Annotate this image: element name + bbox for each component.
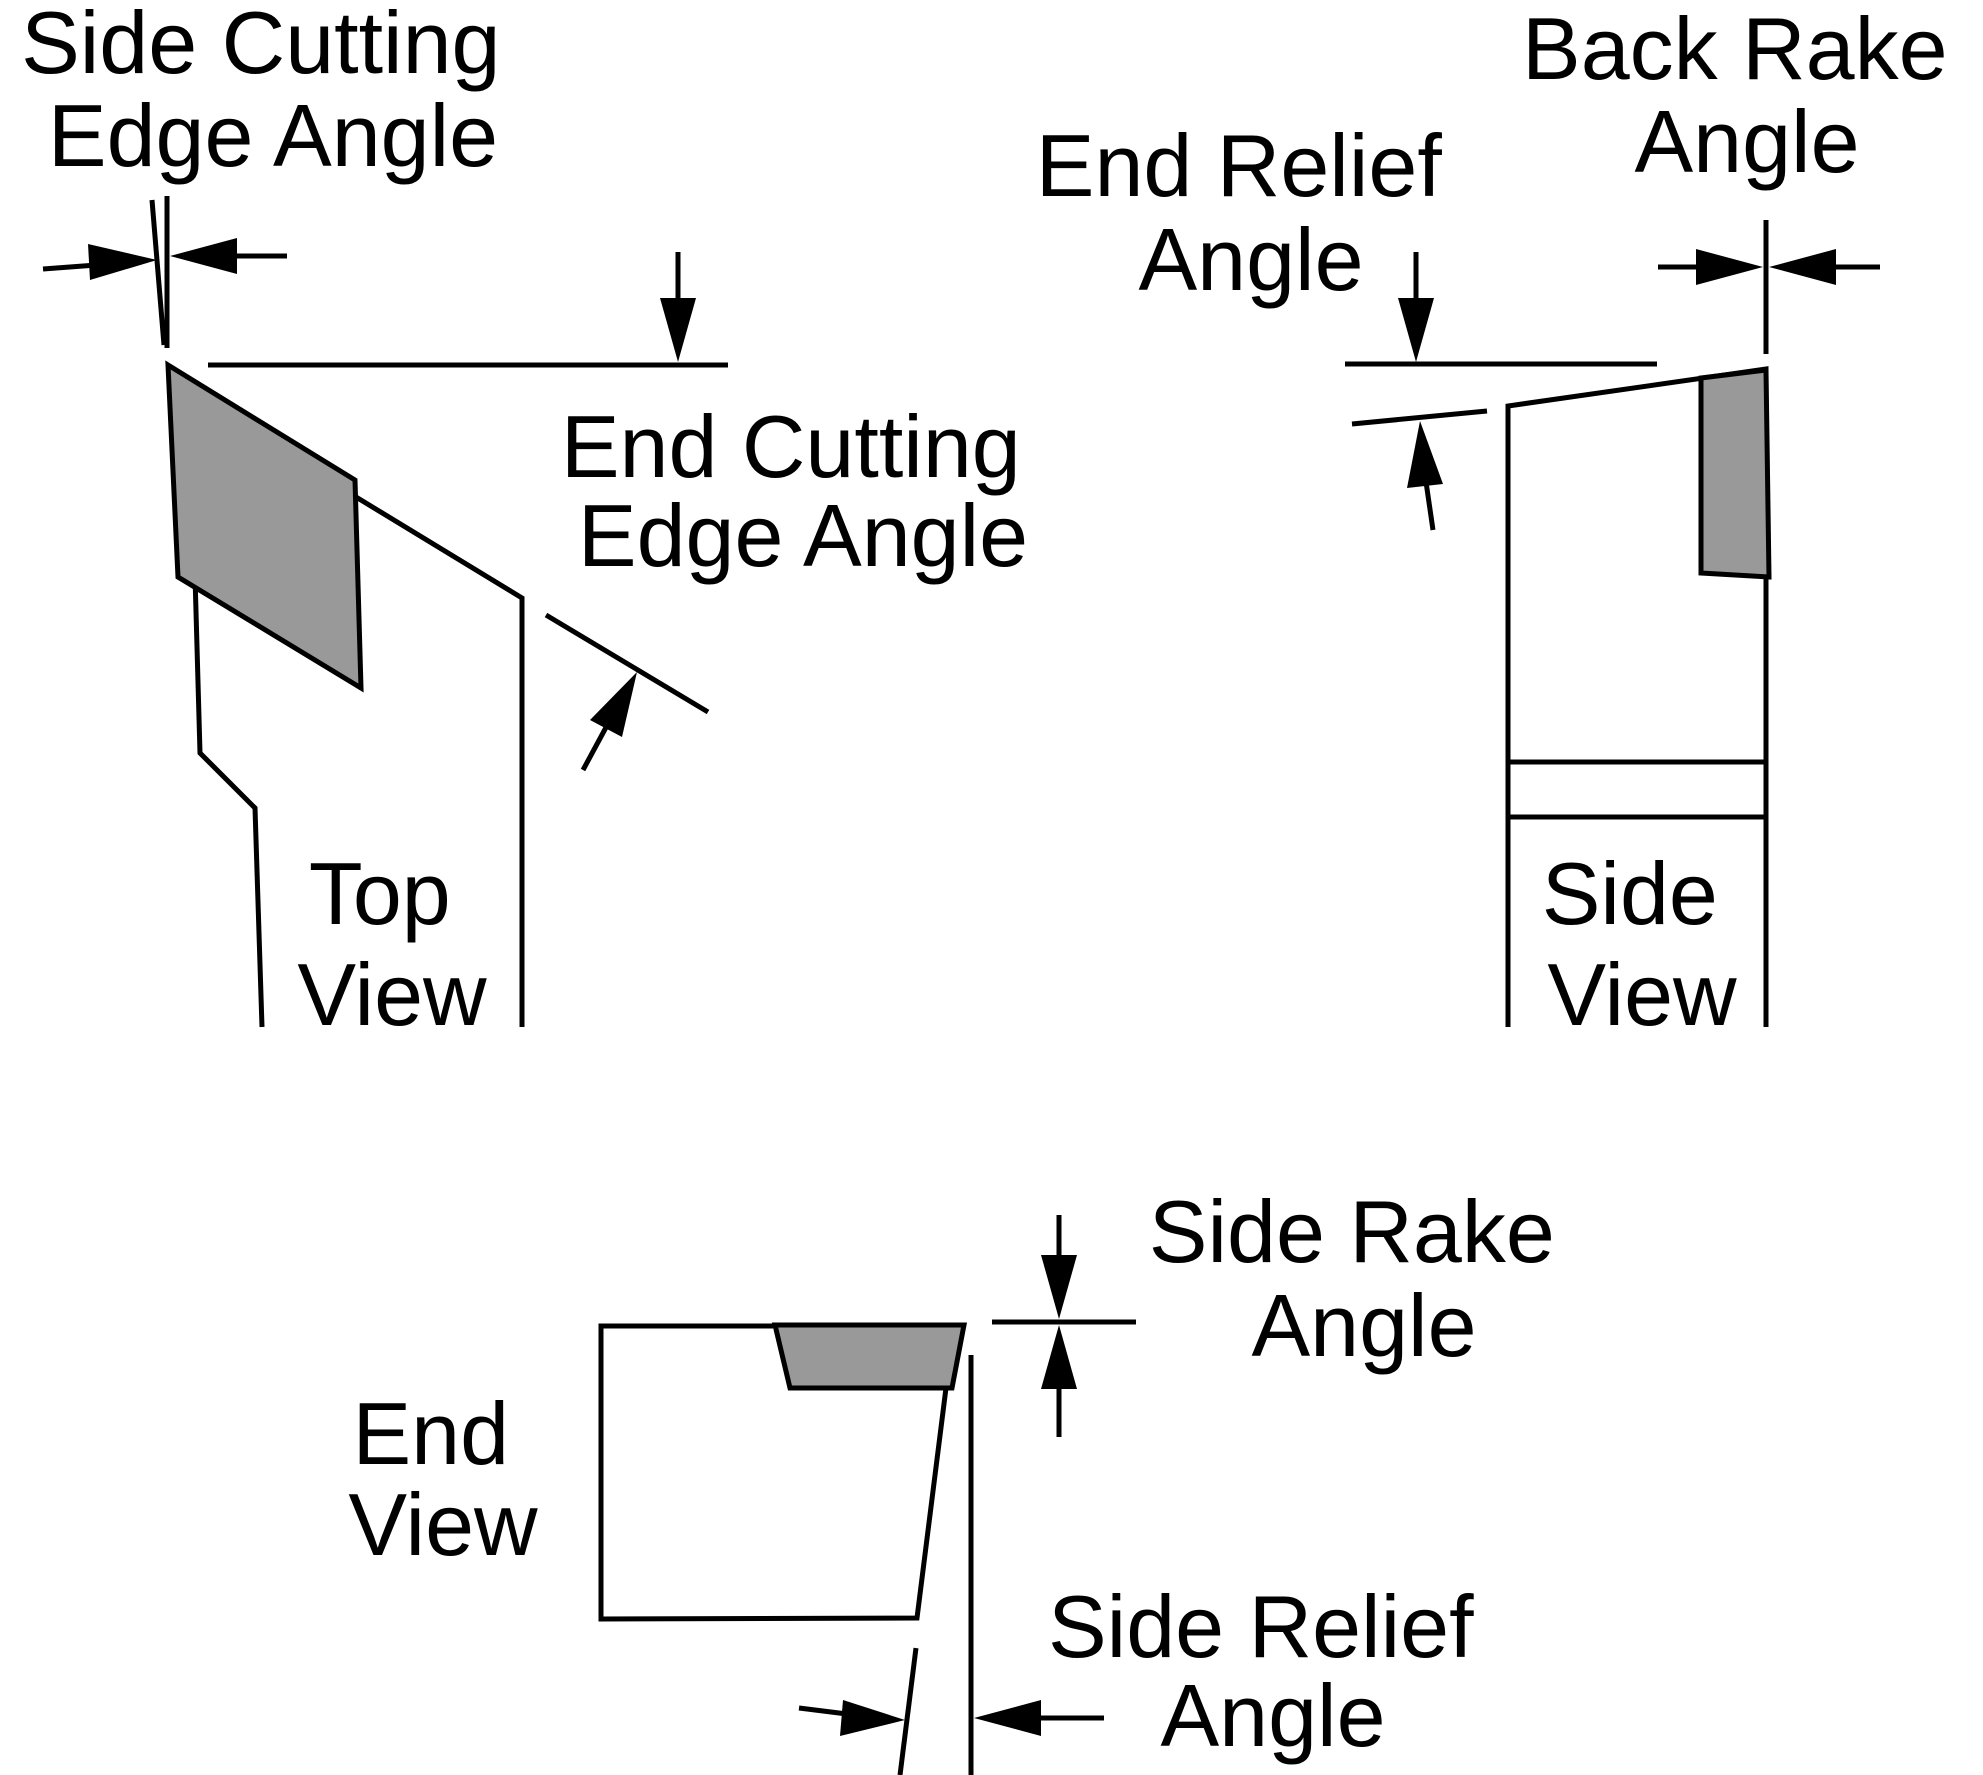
- side-cutting-edge-extension-line: [149, 199, 167, 346]
- side-view: End Relief Angle Back Rake Angle Side Vi…: [1036, 0, 1972, 1044]
- side-relief-angle-label: Side Relief Angle: [1048, 1577, 1498, 1765]
- end-cutting-edge-arrow-top-head: [660, 298, 696, 362]
- side-view-cutting-insert: [1698, 367, 1772, 580]
- end-cutting-edge-extension-line: [544, 612, 710, 715]
- back-rake-arrow-left-head: [1696, 249, 1763, 285]
- end-relief-arrow-top-head: [1398, 298, 1434, 362]
- top-view: Side Cutting Edge Angle End Cutting Edge…: [21, 0, 1045, 1044]
- top-view-cutting-insert: [165, 360, 364, 693]
- top-view-tool-body-outline: [354, 494, 525, 1027]
- end-view-cutting-insert: [771, 1322, 968, 1391]
- end-cutting-edge-arrow-bottom-shaft: [580, 718, 613, 772]
- side-rake-arrow-top-head: [1041, 1255, 1077, 1319]
- end-relief-angle-label: End Relief Angle: [1036, 116, 1466, 309]
- end-relief-extension-line: [1351, 408, 1488, 427]
- end-cutting-edge-angle-label: End Cutting Edge Angle: [561, 397, 1045, 585]
- side-relief-arrow-left-head: [840, 1700, 905, 1736]
- side-cutting-edge-arrow-right-head: [170, 238, 237, 274]
- side-cutting-edge-angle-label: Side Cutting Edge Angle: [21, 0, 525, 185]
- side-rake-arrow-bottom-head: [1041, 1325, 1077, 1389]
- side-relief-extension-line: [897, 1647, 919, 1775]
- top-view-tool-shank-outline: [192, 575, 265, 1028]
- side-rake-angle-label: Side Rake Angle: [1149, 1182, 1579, 1375]
- side-view-tool-outline: [1505, 366, 1769, 1027]
- back-rake-angle-label: Back Rake Angle: [1522, 0, 1972, 191]
- top-view-label: Top View: [297, 844, 487, 1044]
- end-cutting-edge-arrow-bottom-head: [590, 672, 637, 737]
- side-cutting-edge-arrow-left-head: [88, 244, 157, 280]
- end-view-label: End View: [348, 1384, 538, 1574]
- side-view-label: Side View: [1542, 844, 1743, 1044]
- side-relief-arrow-right-head: [974, 1700, 1041, 1736]
- end-view: Side Rake Angle Side Relief Angle End Vi…: [348, 1182, 1579, 1775]
- end-relief-arrow-bottom-head: [1407, 421, 1443, 488]
- end-view-tool-outline: [598, 1323, 949, 1622]
- back-rake-arrow-right-head: [1769, 249, 1836, 285]
